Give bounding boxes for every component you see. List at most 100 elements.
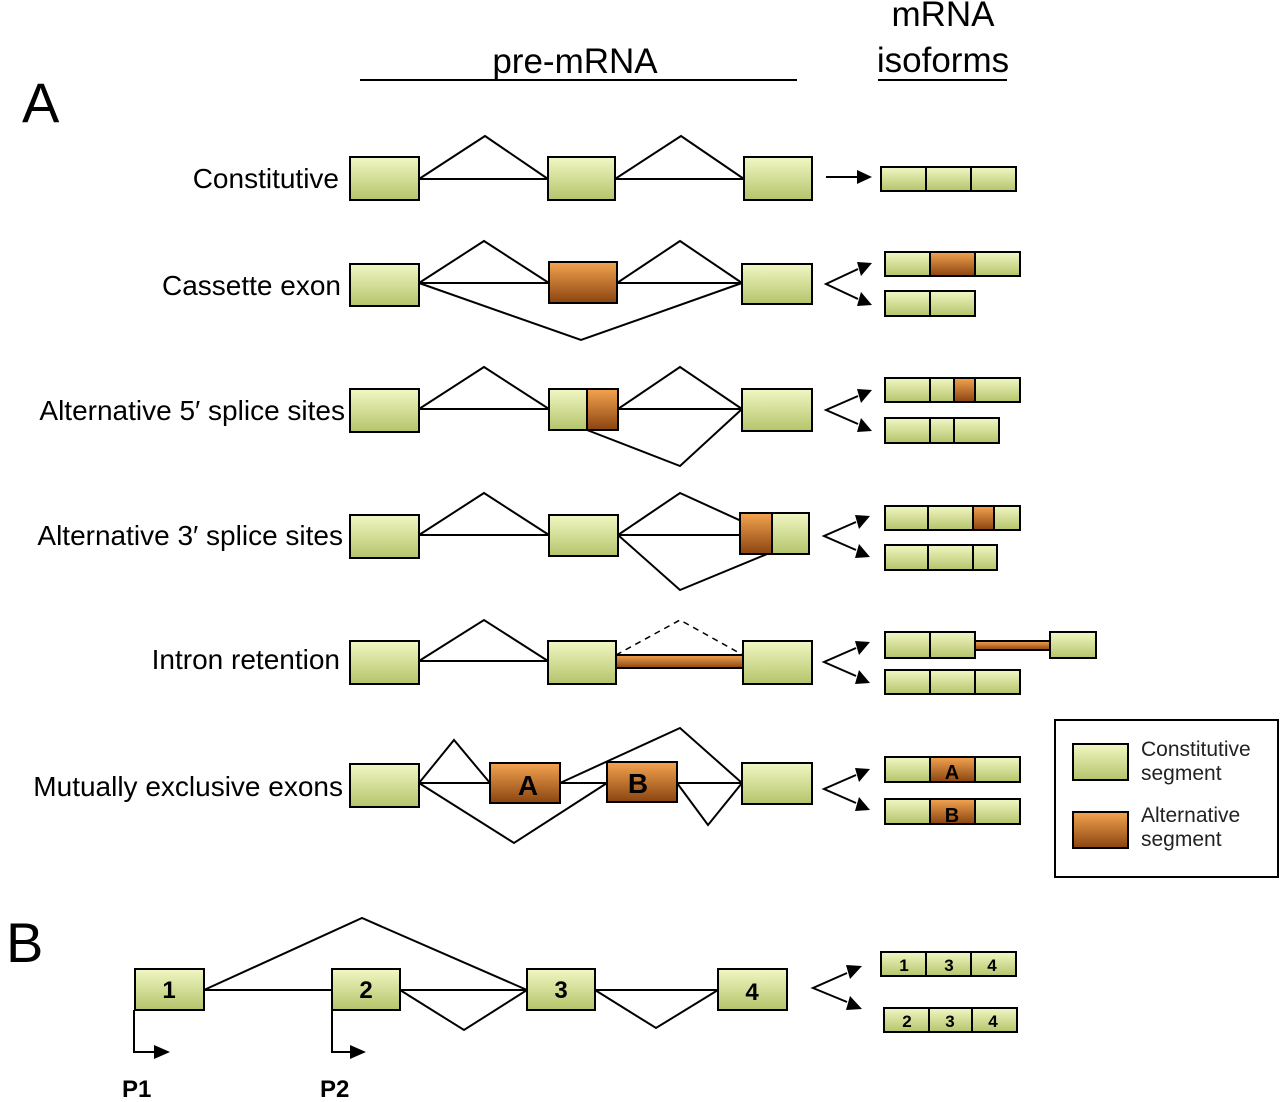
exon-a <box>489 762 561 804</box>
row-intron-retention: Intron retention <box>152 618 1097 695</box>
isoform-p2-exon: 3 <box>945 1012 954 1031</box>
promoter-p2-label: P2 <box>320 1076 349 1102</box>
mrna-isoform <box>880 166 1017 192</box>
exon-2 <box>331 968 401 1011</box>
branch-arrow <box>821 774 857 804</box>
exon-constitutive <box>743 156 813 201</box>
arrowhead-icon <box>846 965 862 979</box>
mrna-header-line1: mRNA <box>891 0 995 34</box>
legend-swatch-alternative <box>1072 811 1129 849</box>
arrowhead-icon <box>350 1045 366 1059</box>
exon-constitutive <box>548 514 619 557</box>
isoform-p1-exon: 1 <box>899 956 908 975</box>
arrowhead-icon <box>855 670 870 684</box>
row-label-alt-3-splice: Alternative 3′ splice sites <box>37 520 343 551</box>
row-constitutive: Constitutive <box>193 134 1017 201</box>
exon-constitutive <box>741 263 813 305</box>
branch-arrow <box>823 268 859 300</box>
mrna-isoform-skipping <box>884 290 976 317</box>
pre-mrna-header: pre-mRNA <box>492 42 658 81</box>
exon-constitutive <box>742 640 813 685</box>
mrna-isoform-p2: 2 3 4 <box>883 1007 1018 1033</box>
legend-alternative-line2: segment <box>1141 828 1222 851</box>
promoter-p2-arrow <box>331 1010 352 1053</box>
mrna-isoform-short <box>884 417 1000 444</box>
exon-constitutive <box>548 388 588 431</box>
exon-3-label: 3 <box>554 977 567 1004</box>
isoform-p2-exon: 4 <box>988 1012 998 1031</box>
exon-constitutive <box>349 156 420 201</box>
exon-1 <box>134 968 205 1011</box>
arrowhead-icon <box>855 544 870 558</box>
branch-arrow <box>821 521 857 551</box>
exon-b <box>606 761 678 803</box>
mrna-isoform-a: A <box>884 756 1021 784</box>
legend: Constitutive segment Alternative segment <box>1054 719 1279 878</box>
legend-alternative-line1: Alternative <box>1141 804 1240 827</box>
isoform-a-label: A <box>945 762 959 784</box>
exon-constitutive <box>547 640 617 685</box>
arrowhead-icon <box>857 418 872 432</box>
mrna-isoform-long <box>884 377 1021 403</box>
exon-constitutive <box>741 388 813 432</box>
legend-constitutive-line1: Constitutive <box>1141 738 1251 761</box>
exon-constitutive <box>349 263 420 307</box>
legend-constitutive-line2: segment <box>1141 762 1222 785</box>
row-label-cassette-exon: Cassette exon <box>162 270 341 301</box>
exon-3 <box>526 968 596 1011</box>
isoform-b-label: B <box>945 805 959 827</box>
isoform-p1-exon: 3 <box>944 956 953 975</box>
mrna-isoform-retained <box>884 631 1097 659</box>
mrna-isoform-b: B <box>884 798 1021 827</box>
row-label-intron-retention: Intron retention <box>152 644 340 675</box>
exon-a-label: A <box>518 770 538 801</box>
arrowhead-icon <box>857 170 872 184</box>
panel-b: 1 2 3 4 P1 P2 1 3 4 2 3 <box>122 916 1018 1102</box>
row-mutually-exclusive: Mutually exclusive exons A B A B <box>33 726 1021 845</box>
mrna-isoform-inclusion <box>884 251 1021 277</box>
branch-arrow <box>810 972 848 1003</box>
mrna-header-line2: isoforms <box>877 41 1009 80</box>
exon-constitutive <box>771 512 810 555</box>
exon-constitutive <box>349 514 420 559</box>
exon-alternative <box>586 388 619 431</box>
arrowhead-icon <box>154 1045 170 1059</box>
arrowhead-icon <box>855 641 870 655</box>
arrowhead-icon <box>855 797 870 811</box>
arrowhead-icon <box>857 292 872 306</box>
row-alt-5-splice: Alternative 5′ splice sites <box>39 365 1021 468</box>
row-label-mutually-exclusive: Mutually exclusive exons <box>33 771 343 802</box>
promoter-p1-arrow <box>133 1010 156 1053</box>
legend-swatch-constitutive <box>1072 743 1129 781</box>
mrna-isoform-spliced <box>884 669 1021 695</box>
arrowhead-icon <box>857 389 872 403</box>
arrowhead-icon <box>857 262 872 276</box>
exon-b-label: B <box>628 768 648 799</box>
isoform-p1-exon: 4 <box>987 956 997 975</box>
mrna-isoform-long <box>884 505 1021 531</box>
exon-4 <box>717 968 788 1011</box>
promoter-p1-label: P1 <box>122 1076 151 1102</box>
branch-arrow <box>821 647 857 677</box>
mrna-isoform-short <box>884 544 998 571</box>
arrowhead-icon <box>855 515 870 529</box>
exon-constitutive <box>349 388 420 433</box>
exon-alternative <box>548 261 618 304</box>
row-cassette-exon: Cassette exon <box>162 239 1021 342</box>
row-label-constitutive: Constitutive <box>193 163 339 194</box>
panel-label-a: A <box>22 71 60 134</box>
retained-intron <box>615 654 744 669</box>
mrna-isoform-p1: 1 3 4 <box>880 951 1017 977</box>
arrowhead-icon <box>855 768 870 782</box>
exon-constitutive <box>349 640 420 685</box>
branch-arrow <box>823 395 859 425</box>
row-alt-3-splice: Alternative 3′ splice sites <box>37 491 1021 592</box>
exon-alternative <box>739 512 773 555</box>
exon-1-label: 1 <box>162 977 175 1004</box>
exon-4-label: 4 <box>745 979 759 1006</box>
panel-label-b: B <box>6 911 43 974</box>
exon-constitutive <box>349 763 420 808</box>
exon-2-label: 2 <box>359 977 372 1004</box>
exon-constitutive <box>547 156 616 201</box>
